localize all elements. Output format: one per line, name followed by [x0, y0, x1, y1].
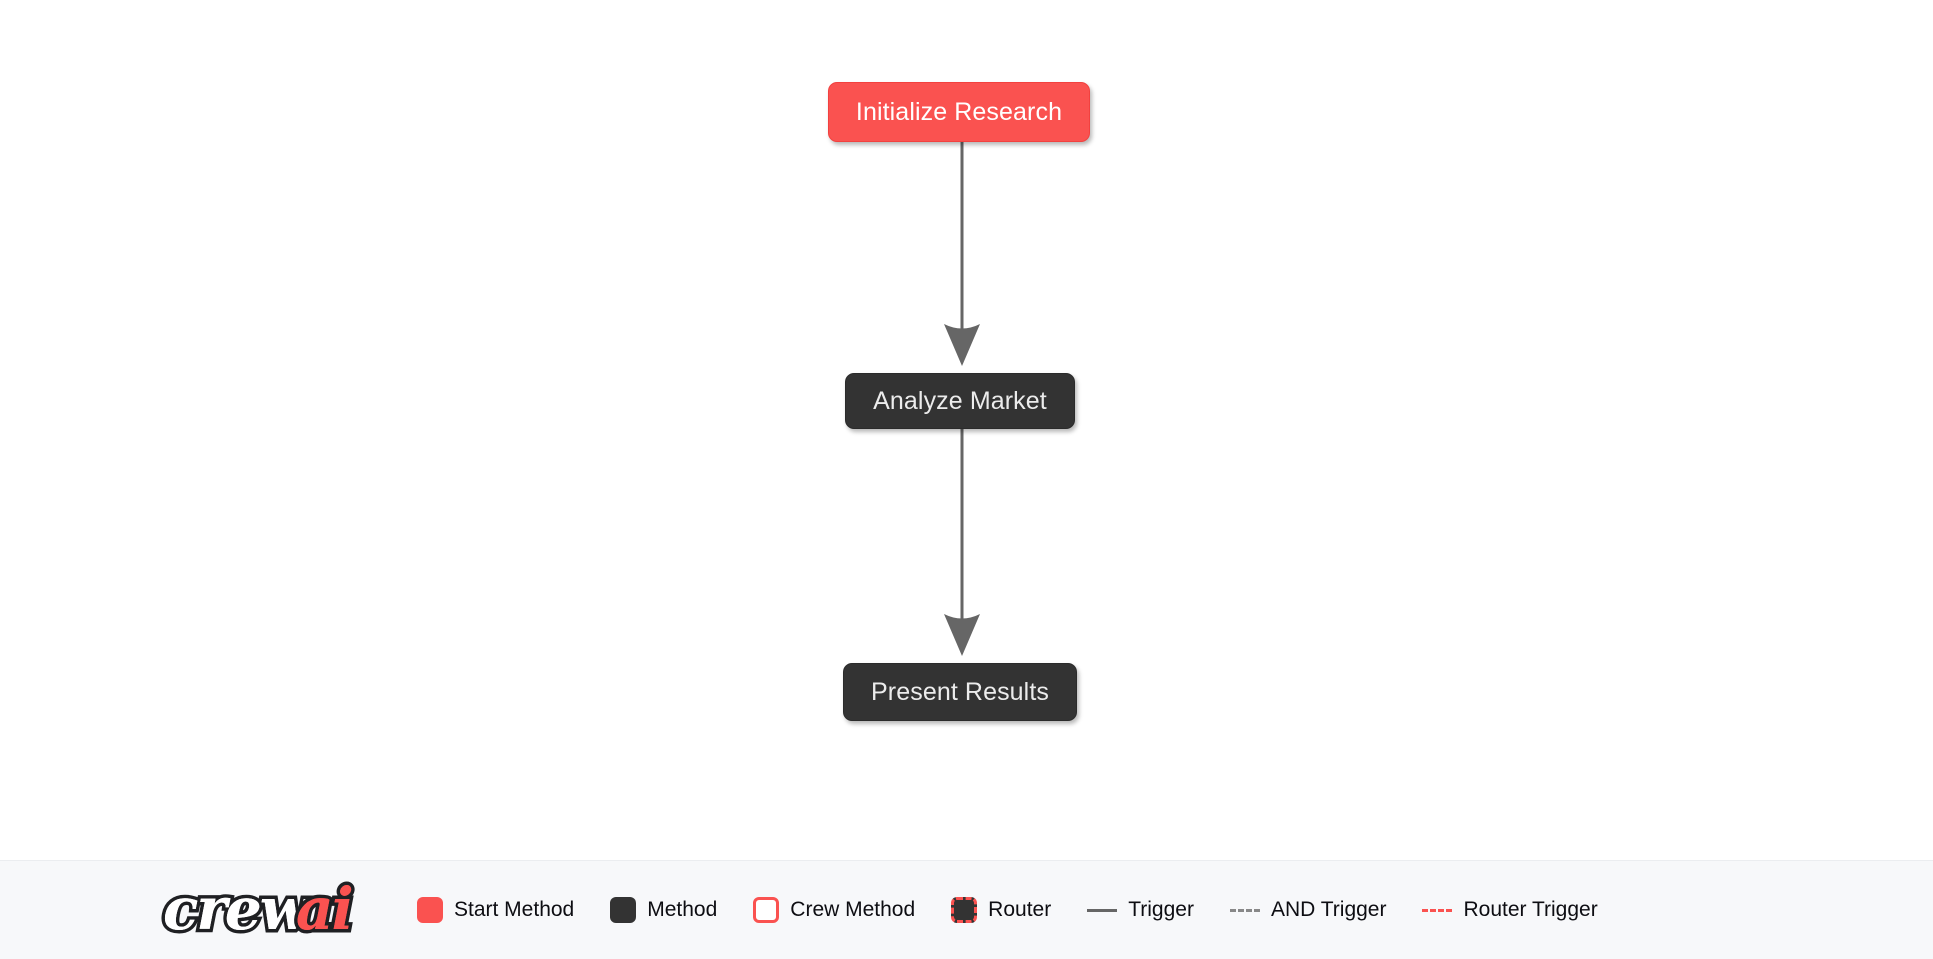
legend-label: AND Trigger [1270, 898, 1387, 921]
legend-items-container: crew crew ai ai Start Method Method Crew… [160, 872, 1598, 947]
trigger-line-icon [1087, 909, 1118, 912]
legend-label: Start Method [454, 898, 575, 921]
flow-node-analyze-market[interactable]: Analyze Market [845, 373, 1075, 429]
arrowhead-icon [944, 614, 980, 656]
and-trigger-line-icon [1229, 909, 1260, 912]
start-method-swatch-icon [417, 897, 443, 923]
flow-node-present-results[interactable]: Present Results [843, 663, 1077, 721]
legend-bar: crew crew ai ai Start Method Method Crew… [0, 860, 1933, 959]
crew-method-swatch-icon [753, 897, 780, 923]
legend-item-trigger: Trigger [1087, 898, 1194, 922]
edge-analyze-to-present [944, 429, 980, 656]
edge-init-to-analyze [944, 142, 980, 366]
flow-node-label: Initialize Research [855, 97, 1063, 126]
legend-item-method: Method [610, 897, 717, 923]
legend-item-and-trigger: AND Trigger [1229, 898, 1387, 922]
logo-ai-fill: ai [296, 875, 354, 943]
method-swatch-icon [610, 897, 637, 923]
router-trigger-line-icon [1422, 909, 1453, 912]
logo-crew-fill: crew [163, 875, 310, 943]
legend-item-router: Router [951, 897, 1051, 923]
legend-label: Router Trigger [1463, 898, 1598, 921]
arrowhead-icon [944, 324, 980, 366]
legend-item-start-method: Start Method [417, 897, 574, 923]
crewai-logo: crew crew ai ai [160, 872, 385, 947]
flow-node-initialize-research[interactable]: Initialize Research [828, 82, 1090, 142]
legend-label: Router [988, 898, 1052, 921]
legend-item-crew-method: Crew Method [753, 897, 915, 923]
router-swatch-icon [951, 897, 978, 923]
legend-item-router-trigger: Router Trigger [1422, 898, 1598, 922]
flow-canvas[interactable]: Initialize Research Analyze Market Prese… [0, 0, 1933, 860]
legend-label: Crew Method [790, 898, 916, 921]
flow-node-label: Present Results [871, 677, 1049, 706]
legend-label: Method [647, 898, 718, 921]
logo-crew-outline: crew [160, 872, 314, 947]
flow-node-label: Analyze Market [873, 386, 1047, 415]
logo-ai-outline: ai [293, 872, 358, 947]
legend-label: Trigger [1128, 898, 1194, 921]
